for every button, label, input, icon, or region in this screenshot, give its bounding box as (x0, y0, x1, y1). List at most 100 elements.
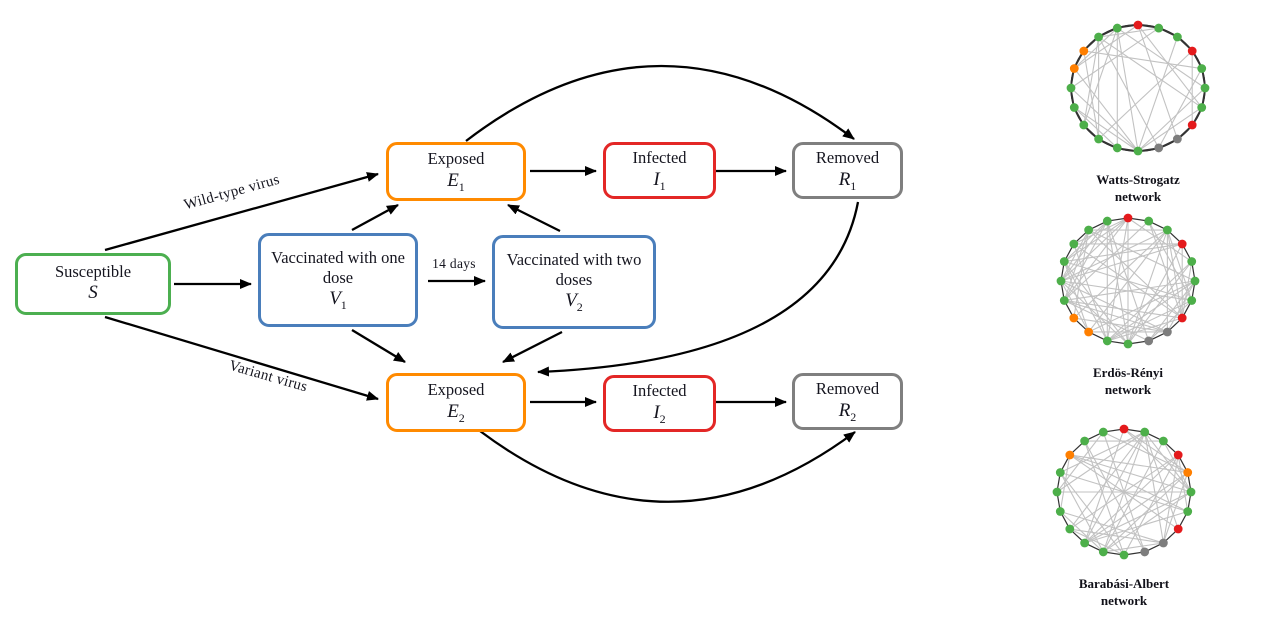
network-edge (1137, 107, 1203, 152)
box-symbol: E2 (447, 400, 465, 425)
network-node-orange (1069, 313, 1079, 323)
network-edge (1063, 261, 1129, 345)
box-title: Exposed (427, 380, 485, 400)
network-edge (1069, 454, 1192, 493)
network-node-green (1055, 507, 1065, 516)
network-node-green (1112, 143, 1122, 153)
network-edge (1098, 36, 1203, 108)
network-node-green (1098, 427, 1108, 437)
arrow-e1-to-r1-curve (465, 64, 855, 142)
box-symbol: S (88, 282, 98, 304)
arrow-e2-to-r2-curve (479, 430, 856, 503)
network-edge (1107, 299, 1192, 342)
network-node-orange (1084, 327, 1094, 337)
network-edge (1073, 229, 1090, 319)
network-node-green (1056, 276, 1066, 286)
network-edge (1144, 431, 1164, 544)
network-edge (1084, 491, 1192, 544)
network-edge (1069, 528, 1125, 556)
network-edge (1060, 229, 1168, 282)
network-node-red (1177, 313, 1187, 323)
network-edge (1123, 454, 1179, 556)
network-node-green (1080, 538, 1090, 548)
network-graph-erdos-renyi (1056, 213, 1200, 349)
network-edge (1060, 431, 1145, 474)
network-node-green (1140, 427, 1150, 437)
network-edge (1063, 220, 1150, 301)
box-symbol: E1 (447, 169, 465, 194)
network-edge (1084, 440, 1146, 553)
network-edge (1069, 454, 1188, 474)
network-edge (1103, 431, 1188, 474)
box-title: Vaccinated with two doses (506, 250, 642, 289)
network-node-green (1172, 32, 1182, 42)
network-edge (1073, 317, 1168, 333)
network-edge (1060, 280, 1192, 302)
box-exposed-2: Exposed E2 (386, 373, 526, 432)
network-node-gray (1162, 327, 1172, 337)
network-edge (1056, 431, 1146, 493)
network-edge (1069, 454, 1188, 512)
network-node-orange (1069, 64, 1079, 73)
network-node-gray (1154, 143, 1164, 153)
network-node-green (1102, 216, 1112, 226)
network-node-gray (1144, 336, 1154, 346)
network-edge (1073, 107, 1118, 149)
network-node-orange (1065, 450, 1075, 460)
network-edge (1148, 300, 1193, 342)
network-edge (1060, 280, 1129, 345)
network-node-green (1200, 83, 1210, 93)
network-node-orange (1183, 468, 1193, 477)
network-node-gray (1158, 538, 1168, 548)
network-edge (1060, 217, 1129, 282)
network-edge (1063, 261, 1108, 342)
network-node-red (1123, 213, 1133, 223)
network-node-gray (1172, 134, 1182, 144)
network-edge (1083, 27, 1118, 126)
network-edge (1084, 510, 1188, 544)
network-edge (1063, 220, 1108, 262)
network-edge (1102, 491, 1192, 553)
network-caption: Erdös-Rényi network (1092, 365, 1164, 397)
box-infected-2: Infected I2 (603, 375, 716, 432)
network-node-green (1069, 103, 1079, 112)
network-edge (1070, 87, 1139, 152)
box-title: Removed (815, 379, 880, 399)
arrow-v2-to-e1 (507, 203, 561, 233)
network-edge (1084, 472, 1189, 544)
network-node-green (1112, 23, 1122, 33)
network-node-green (1183, 507, 1193, 516)
box-title: Exposed (427, 149, 485, 169)
network-node-green (1162, 225, 1172, 235)
network-node-green (1059, 257, 1069, 266)
network-node-green (1084, 225, 1094, 235)
network-edge (1064, 243, 1183, 263)
network-node-green (1187, 257, 1197, 266)
network-edge (1063, 217, 1129, 262)
network-node-green (1119, 550, 1129, 560)
box-title: Infected (632, 381, 687, 401)
edge-label-14-days: 14 days (432, 256, 476, 271)
network-edge (1162, 440, 1192, 493)
arrow-v1-to-e2 (351, 329, 406, 363)
network-edge (1166, 280, 1196, 333)
network-caption: Barabási-Albert network (1078, 576, 1170, 608)
network-edge (1106, 217, 1129, 342)
network-node-green (1186, 487, 1196, 497)
network-edge (1148, 220, 1193, 301)
network-edge (1069, 528, 1164, 544)
network-caption: Watts-Strogatz network (1096, 172, 1180, 204)
network-edge (1063, 220, 1108, 301)
box-symbol: R2 (838, 399, 857, 424)
network-edge (1084, 431, 1146, 544)
network-edge (1063, 261, 1090, 333)
network-node-green (1154, 23, 1164, 33)
network-figure-barabasi-albert: Barabási-Albert network (1024, 420, 1224, 610)
box-title: Removed (815, 148, 880, 168)
box-vaccinated-one-dose: Vaccinated with one dose V1 (258, 233, 418, 327)
network-edge (1084, 454, 1179, 544)
network-node-red (1187, 120, 1197, 130)
network-edge (1158, 68, 1203, 149)
network-node-green (1144, 216, 1154, 226)
